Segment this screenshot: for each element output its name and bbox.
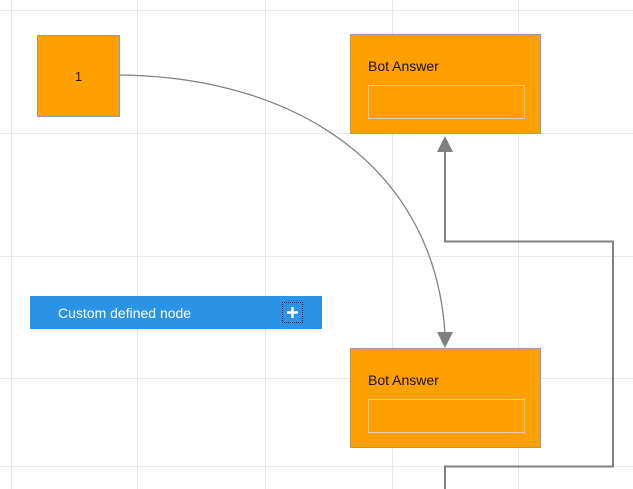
plus-icon[interactable]	[282, 302, 303, 323]
palette-custom-defined-node[interactable]: Custom defined node	[30, 296, 322, 329]
node-title: Bot Answer	[368, 58, 439, 74]
node-answer-slot[interactable]	[368, 85, 525, 119]
node-bot-answer-top[interactable]: Bot Answer	[350, 34, 541, 134]
node-answer-slot[interactable]	[368, 399, 525, 433]
palette-label: Custom defined node	[58, 304, 192, 321]
node-title: Bot Answer	[368, 372, 439, 388]
node-bot-answer-bottom[interactable]: Bot Answer	[350, 348, 541, 448]
node-1-label: 1	[74, 68, 83, 84]
node-1[interactable]: 1	[37, 35, 120, 117]
